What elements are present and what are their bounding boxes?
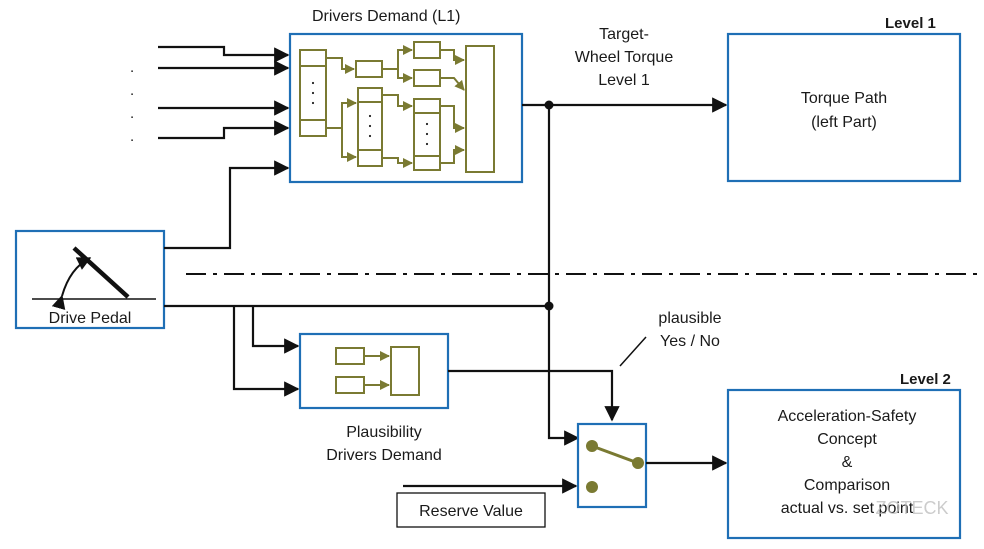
- acceleration-safety-line5: actual vs. set point: [781, 500, 914, 517]
- acceleration-safety-line1: Acceleration-Safety: [778, 408, 917, 425]
- acceleration-safety-line4: Comparison: [804, 477, 890, 494]
- junction-dot-lower: [544, 301, 554, 311]
- plausibility-line2: Drivers Demand: [326, 447, 442, 464]
- acceleration-safety-line3: &: [842, 454, 853, 471]
- plausible-callout-line: [619, 336, 647, 367]
- drivers-demand-internals: [299, 41, 495, 173]
- level-2-label: Level 2: [900, 371, 951, 388]
- reserve-value-box: [396, 492, 546, 528]
- torque-path-block: [726, 32, 962, 183]
- target-wheel-torque-line2: Wheel Torque: [575, 49, 674, 66]
- watermark: ZOTECK: [875, 498, 948, 518]
- dd-vertical-dots: [311, 81, 429, 146]
- switch-icon: [586, 440, 644, 493]
- plausible-signal-arrow: [448, 369, 620, 422]
- acceleration-safety-block: [726, 388, 962, 540]
- acceleration-safety-line2: Concept: [817, 431, 877, 448]
- plausibility-block: [298, 332, 450, 410]
- level-1-label: Level 1: [885, 15, 936, 32]
- plausible-line1: plausible: [658, 310, 721, 327]
- torque-path-line2: (left Part): [811, 114, 877, 131]
- dd-collector-box: [465, 45, 495, 173]
- input-dot-3: .: [130, 105, 134, 122]
- input-dot-1: .: [130, 59, 134, 76]
- drive-pedal-label: Drive Pedal: [49, 310, 132, 327]
- pedal-connections: [164, 105, 580, 446]
- pedal-icon: [32, 246, 156, 311]
- input-dot-2: .: [130, 82, 134, 99]
- drivers-demand-inputs: [158, 45, 290, 140]
- plausible-line2: Yes / No: [660, 333, 720, 350]
- target-wheel-torque-line1: Target-: [599, 26, 649, 43]
- drivers-demand-title: Drivers Demand (L1): [312, 8, 460, 25]
- target-wheel-torque-line3: Level 1: [598, 72, 650, 89]
- plausibility-internals: [335, 346, 420, 396]
- drivers-demand-block: [288, 32, 524, 184]
- reserve-value-label: Reserve Value: [419, 503, 523, 520]
- torque-path-line1: Torque Path: [801, 90, 887, 107]
- input-dot-4: .: [130, 128, 134, 145]
- plausibility-line1: Plausibility: [346, 424, 422, 441]
